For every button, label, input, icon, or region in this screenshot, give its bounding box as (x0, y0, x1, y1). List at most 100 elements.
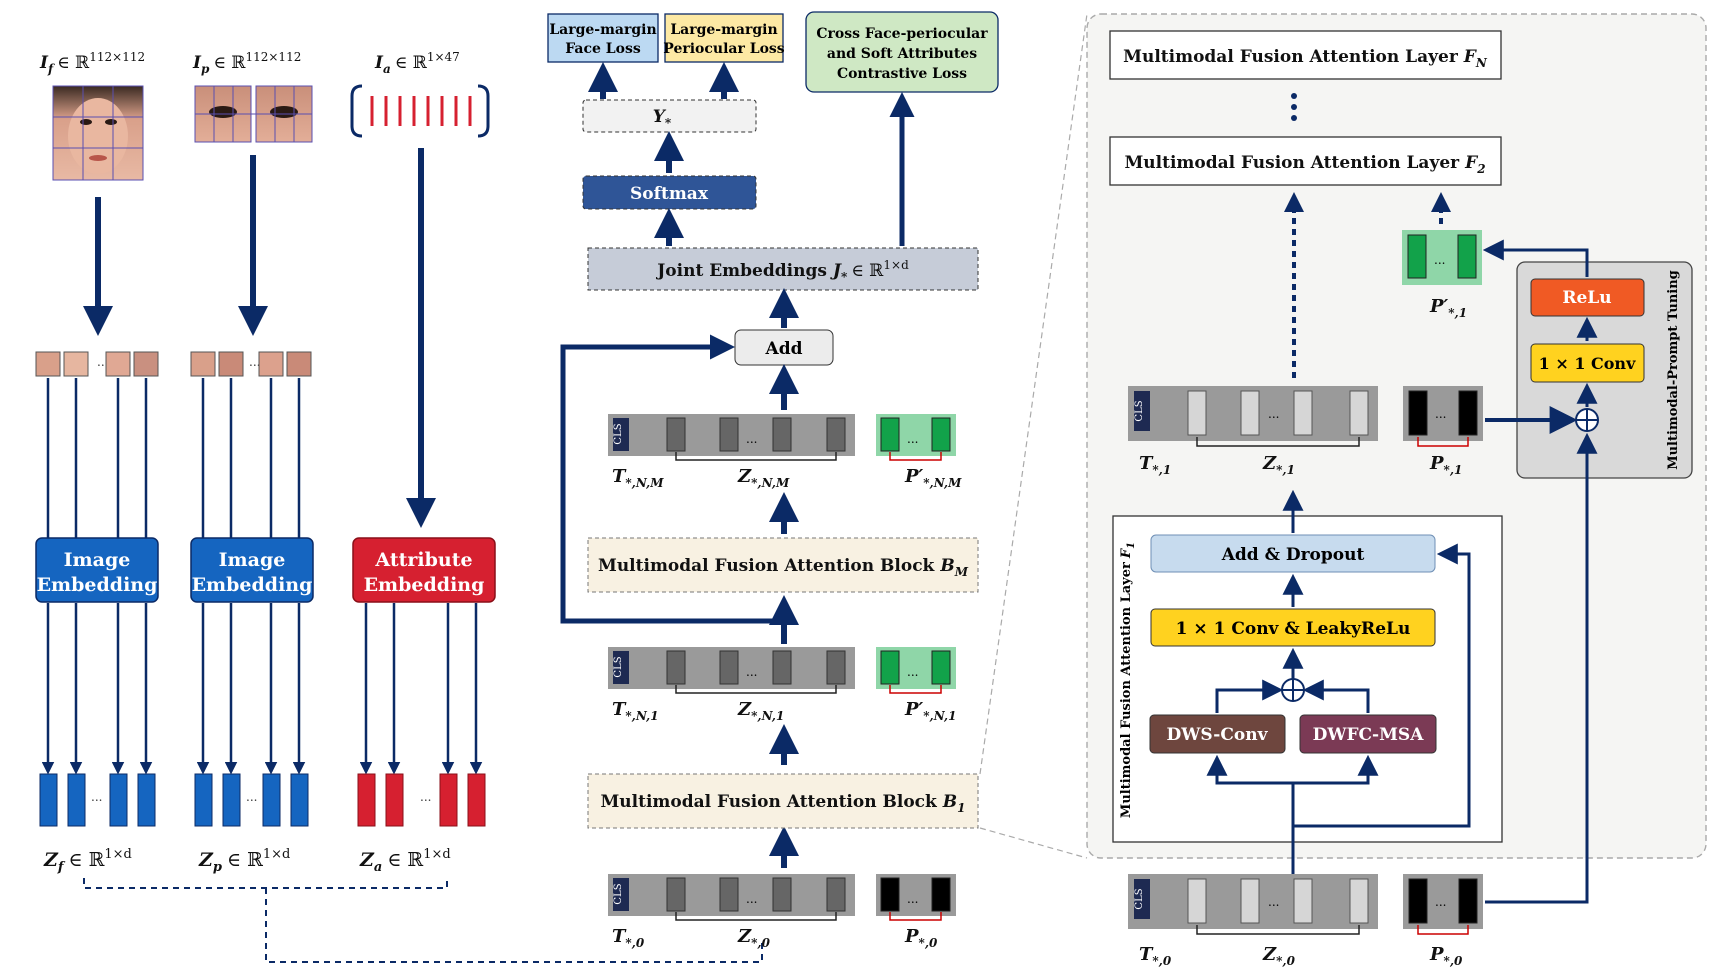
row-n1-p-label: P′*,N,1 (904, 699, 956, 723)
svg-text:...: ... (97, 355, 108, 369)
face-output-label: Zf∈ ℝ1×d (43, 847, 132, 875)
svg-text:Y*: Y* (653, 107, 672, 130)
conv1x1-box: 1 × 1 Conv (1530, 343, 1645, 383)
right-row-0-t-label: T*,0 (1139, 944, 1172, 968)
y-output-box: Y* (582, 99, 757, 133)
token-row-nm: CLS ... (608, 414, 855, 461)
right-prompt-row-0: ... (1403, 874, 1483, 935)
prompt-add-icon (1575, 408, 1599, 432)
svg-text:...: ... (746, 892, 757, 906)
periocular-tokens: ... (194, 773, 309, 827)
relu-box: ReLu (1530, 278, 1645, 317)
row-nm-t-label: T*,N,M (612, 466, 664, 490)
prompt-row-n1: ... (876, 647, 956, 694)
svg-text:...: ... (907, 432, 918, 446)
svg-text:CLS: CLS (613, 656, 624, 677)
svg-text:Multimodal-Prompt Tuning: Multimodal-Prompt Tuning (1666, 270, 1681, 470)
svg-text:Image: Image (219, 549, 286, 571)
row-0-t-label: T*,0 (612, 926, 645, 950)
face-image-embedding: Image Embedding (35, 537, 159, 603)
arrow-relu-to-prompt (1482, 239, 1589, 277)
row-nm-z-label: Z*,N,M (737, 466, 790, 490)
prompt-row-0: ... (876, 874, 956, 921)
prompt-row-1: ... (1403, 386, 1483, 447)
token-row-1: CLS ... (1128, 386, 1378, 447)
svg-text:...: ... (91, 790, 102, 804)
svg-text:CLS: CLS (1134, 888, 1145, 909)
svg-text:...: ... (1268, 895, 1279, 909)
dwfc-msa-box: DWFC-MSA (1299, 714, 1437, 754)
svg-text:and Soft Attributes: and Soft Attributes (827, 46, 977, 62)
svg-text:Add: Add (765, 339, 803, 359)
right-row-0-z-label: Z*,0 (1262, 944, 1296, 968)
prompt-row-nm: ... (876, 414, 956, 461)
zoom-guide-lines (979, 13, 1088, 859)
dws-conv-box: DWS-Conv (1149, 714, 1286, 754)
svg-text:Multimodal Fusion Attention L: Multimodal Fusion Attention LayerF1 (1119, 542, 1137, 818)
svg-text:Large-margin: Large-margin (549, 22, 656, 38)
svg-text:Large-margin: Large-margin (670, 22, 777, 38)
add-box: Add (734, 329, 834, 366)
prompt-prime-1: ... (1402, 230, 1482, 285)
attribute-embedding: Attribute Embedding (352, 537, 496, 603)
svg-text:Face Loss: Face Loss (565, 41, 641, 57)
row-0-z-label: Z*,0 (737, 926, 771, 950)
svg-text:...: ... (1435, 407, 1446, 421)
attribute-input-label: Ia∈ ℝ1×47 (374, 50, 460, 76)
contrastive-loss-box: Cross Face-periocular and Soft Attribute… (805, 11, 999, 93)
face-loss-box: Large-margin Face Loss (547, 13, 659, 63)
svg-text:DWS-Conv: DWS-Conv (1167, 725, 1269, 745)
svg-text:ReLu: ReLu (1562, 288, 1611, 308)
dashed-join-connector (83, 878, 763, 963)
softmax-box: Softmax (582, 175, 757, 210)
attribute-tokens: ... (357, 773, 486, 827)
periocular-image-embedding: Image Embedding (190, 537, 314, 603)
svg-text:Embedding: Embedding (37, 574, 158, 596)
svg-text:1 × 1 Conv: 1 × 1 Conv (1539, 354, 1636, 373)
vertical-ellipsis-icon (1291, 93, 1297, 121)
conv-leaky-box: 1 × 1 Conv & LeakyReLu (1150, 608, 1436, 647)
svg-text:Image: Image (64, 549, 131, 571)
arrow-prompt0-to-tuning (1485, 432, 1598, 904)
svg-text:...: ... (1434, 253, 1445, 267)
svg-text:...: ... (746, 432, 757, 446)
svg-text:Periocular Loss: Periocular Loss (663, 41, 784, 57)
svg-text:...: ... (907, 665, 918, 679)
token-row-0: CLS ... (608, 874, 855, 921)
svg-text:...: ... (249, 355, 260, 369)
svg-text:Embedding: Embedding (364, 574, 485, 596)
prompt-prime-1-label: P′*,1 (1429, 296, 1467, 320)
row-n1-t-label: T*,N,1 (612, 699, 659, 723)
add-dropout-box: Add & Dropout (1150, 534, 1436, 573)
svg-text:1 × 1 Conv & LeakyReLu: 1 × 1 Conv & LeakyReLu (1176, 619, 1411, 639)
row-1-z-label: Z*,1 (1262, 453, 1295, 477)
periocular-loss-box: Large-margin Periocular Loss (663, 13, 785, 63)
svg-text:...: ... (1435, 895, 1446, 909)
periocular-patches: ... (190, 351, 312, 377)
svg-text:Embedding: Embedding (192, 574, 313, 596)
face-image (52, 85, 144, 181)
svg-text:...: ... (420, 790, 431, 804)
row-1-p-label: P*,1 (1429, 453, 1462, 477)
right-token-row-0: CLS ... (1128, 874, 1378, 935)
svg-text:CLS: CLS (613, 423, 624, 444)
svg-text:...: ... (907, 892, 918, 906)
skip-connection (560, 334, 784, 624)
svg-text:Attribute: Attribute (374, 549, 472, 571)
svg-text:...: ... (1268, 407, 1279, 421)
svg-text:...: ... (746, 665, 757, 679)
face-input-label: If∈ ℝ112×112 (39, 50, 145, 76)
attribute-vector (350, 84, 490, 138)
svg-text:CLS: CLS (1134, 400, 1145, 421)
row-nm-p-label: P′*,N,M (904, 466, 962, 490)
svg-text:Softmax: Softmax (630, 184, 709, 204)
